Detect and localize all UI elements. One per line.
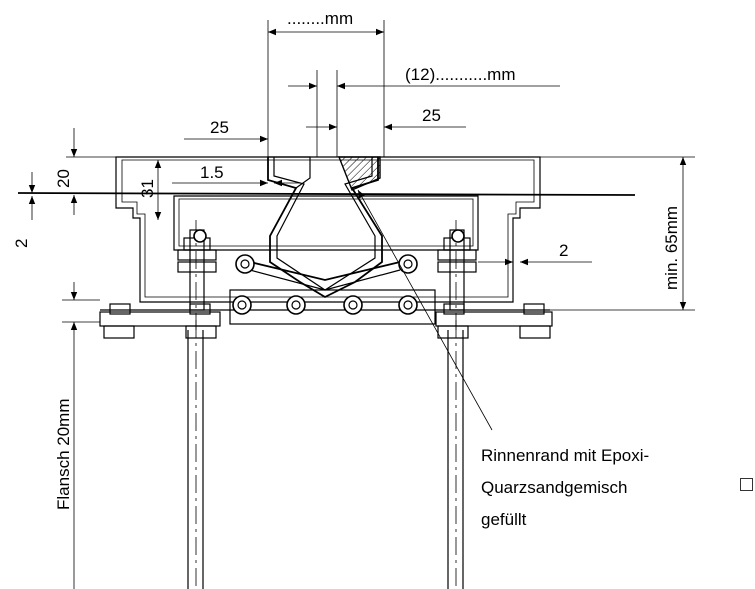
dim-2-left: 2 <box>12 239 31 248</box>
dim-flange: Flansch 20mm <box>54 399 73 510</box>
dim-right-25: 25 <box>422 106 441 125</box>
channel-body <box>17 156 636 325</box>
dim-31: 31 <box>138 179 157 198</box>
dim-left-25: 25 <box>210 118 229 137</box>
dim-min-height: min. 65mm <box>662 206 681 290</box>
annotation-line-3: gefüllt <box>481 510 527 529</box>
dim-1-5: 1.5 <box>200 163 224 182</box>
dim-20: 20 <box>54 169 73 188</box>
dim-top-width: ........mm <box>287 9 353 28</box>
annotation-line-2: Quarzsandgemisch <box>481 478 627 497</box>
dim-2-right: 2 <box>559 241 568 260</box>
checkbox[interactable] <box>740 478 753 491</box>
wall-lines <box>187 220 464 589</box>
gutter-profile <box>249 156 401 299</box>
dim-gap-width: (12)...........mm <box>405 65 516 84</box>
annotation-line-1: Rinnenrand mit Epoxi- <box>481 446 649 465</box>
dimension-lines <box>28 20 695 589</box>
bolt-row-upper <box>193 229 465 274</box>
bolt-row-lower <box>232 295 418 315</box>
epoxy-fill <box>337 156 381 191</box>
